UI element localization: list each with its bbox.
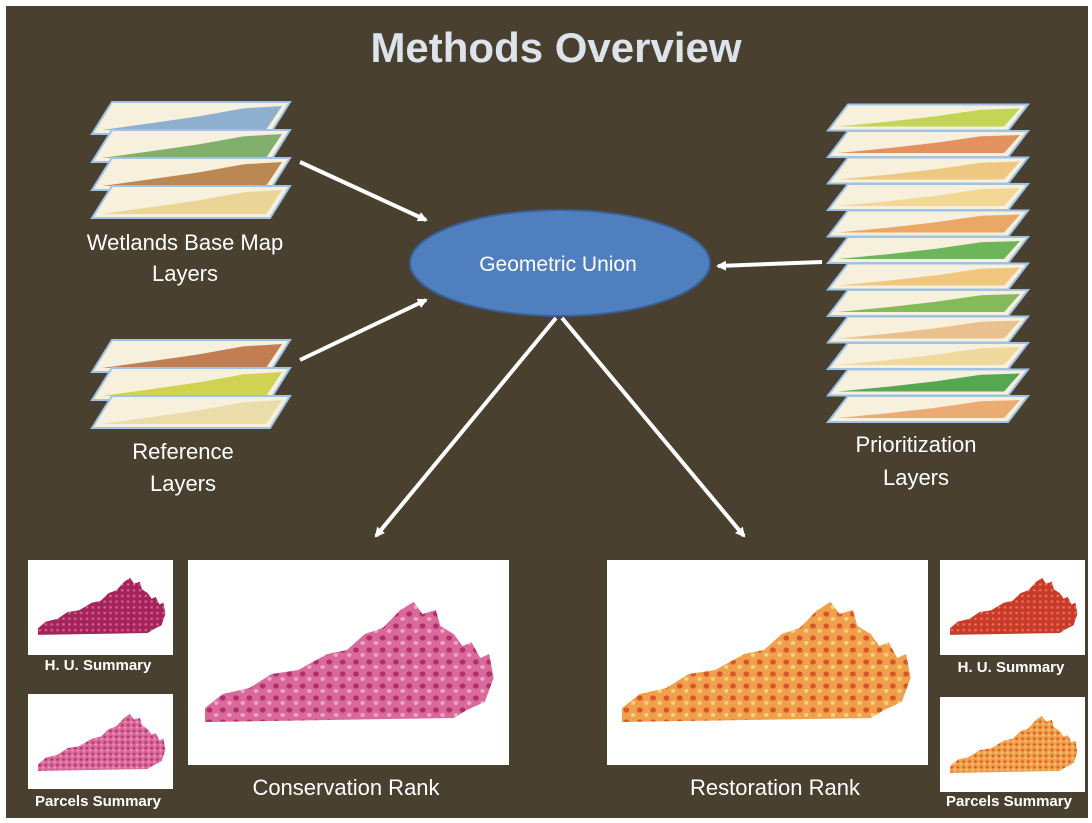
reference-label-line1: Reference bbox=[132, 439, 234, 464]
page-title: Methods Overview bbox=[370, 24, 741, 71]
wetlands-layer-stack bbox=[90, 101, 292, 219]
conservation-parcels-summary-label: Parcels Summary bbox=[35, 793, 162, 810]
prioritization-layer-sheet bbox=[825, 289, 1031, 317]
restoration-hu-summary-label: H. U. Summary bbox=[958, 659, 1065, 676]
wetlands-layer-sheet bbox=[90, 101, 292, 135]
prioritization-layer-sheet bbox=[825, 342, 1031, 370]
geometric-union-node bbox=[409, 209, 711, 317]
restoration-rank-label: Restoration Rank bbox=[690, 775, 861, 800]
restoration-parcels-summary-label: Parcels Summary bbox=[946, 793, 1073, 810]
wetlands-layer-sheet bbox=[90, 185, 292, 219]
arrow-union-to-restoration bbox=[560, 316, 746, 538]
arrow-prioritization-to-union bbox=[716, 260, 823, 271]
arrow-union-to-conservation bbox=[374, 316, 558, 538]
reference-layer-sheet bbox=[90, 395, 292, 429]
prioritization-layer-sheet bbox=[825, 209, 1031, 238]
prioritization-label-line1: Prioritization bbox=[855, 432, 976, 457]
prioritization-layer-sheet bbox=[825, 130, 1031, 158]
geometric-union-label: Geometric Union bbox=[479, 253, 637, 276]
prioritization-layer-sheet bbox=[825, 183, 1031, 211]
prioritization-layer-sheet bbox=[825, 368, 1031, 397]
prioritization-layer-sheet bbox=[825, 103, 1031, 132]
conservation-rank-map bbox=[188, 560, 509, 765]
prioritization-layer-sheet bbox=[825, 236, 1031, 264]
reference-label-line2: Layers bbox=[150, 471, 216, 496]
restoration-hu-summary-map bbox=[940, 560, 1085, 655]
reference-layer-stack bbox=[90, 339, 292, 429]
conservation-hu-summary-label: H. U. Summary bbox=[45, 657, 152, 674]
arrow-wetlands-to-union bbox=[299, 160, 428, 222]
prioritization-layer-sheet bbox=[825, 156, 1031, 185]
prioritization-layer-sheet bbox=[825, 262, 1031, 291]
wetlands-label-line2: Layers bbox=[152, 261, 218, 286]
prioritization-layer-stack bbox=[825, 103, 1031, 423]
wetlands-label-line1: Wetlands Base Map bbox=[87, 230, 283, 255]
conservation-hu-summary-map bbox=[28, 560, 173, 655]
wetlands-layer-sheet bbox=[90, 157, 292, 191]
wetlands-layer-sheet bbox=[90, 129, 292, 163]
prioritization-layer-sheet bbox=[825, 395, 1031, 423]
conservation-rank-label: Conservation Rank bbox=[252, 775, 440, 800]
restoration-rank-map bbox=[607, 560, 928, 765]
prioritization-layer-sheet bbox=[825, 315, 1031, 344]
conservation-parcels-summary-map bbox=[28, 694, 173, 789]
restoration-parcels-summary-map bbox=[940, 697, 1085, 792]
arrow-reference-to-union bbox=[299, 298, 428, 362]
reference-layer-sheet bbox=[90, 367, 292, 401]
prioritization-label-line2: Layers bbox=[883, 465, 949, 490]
